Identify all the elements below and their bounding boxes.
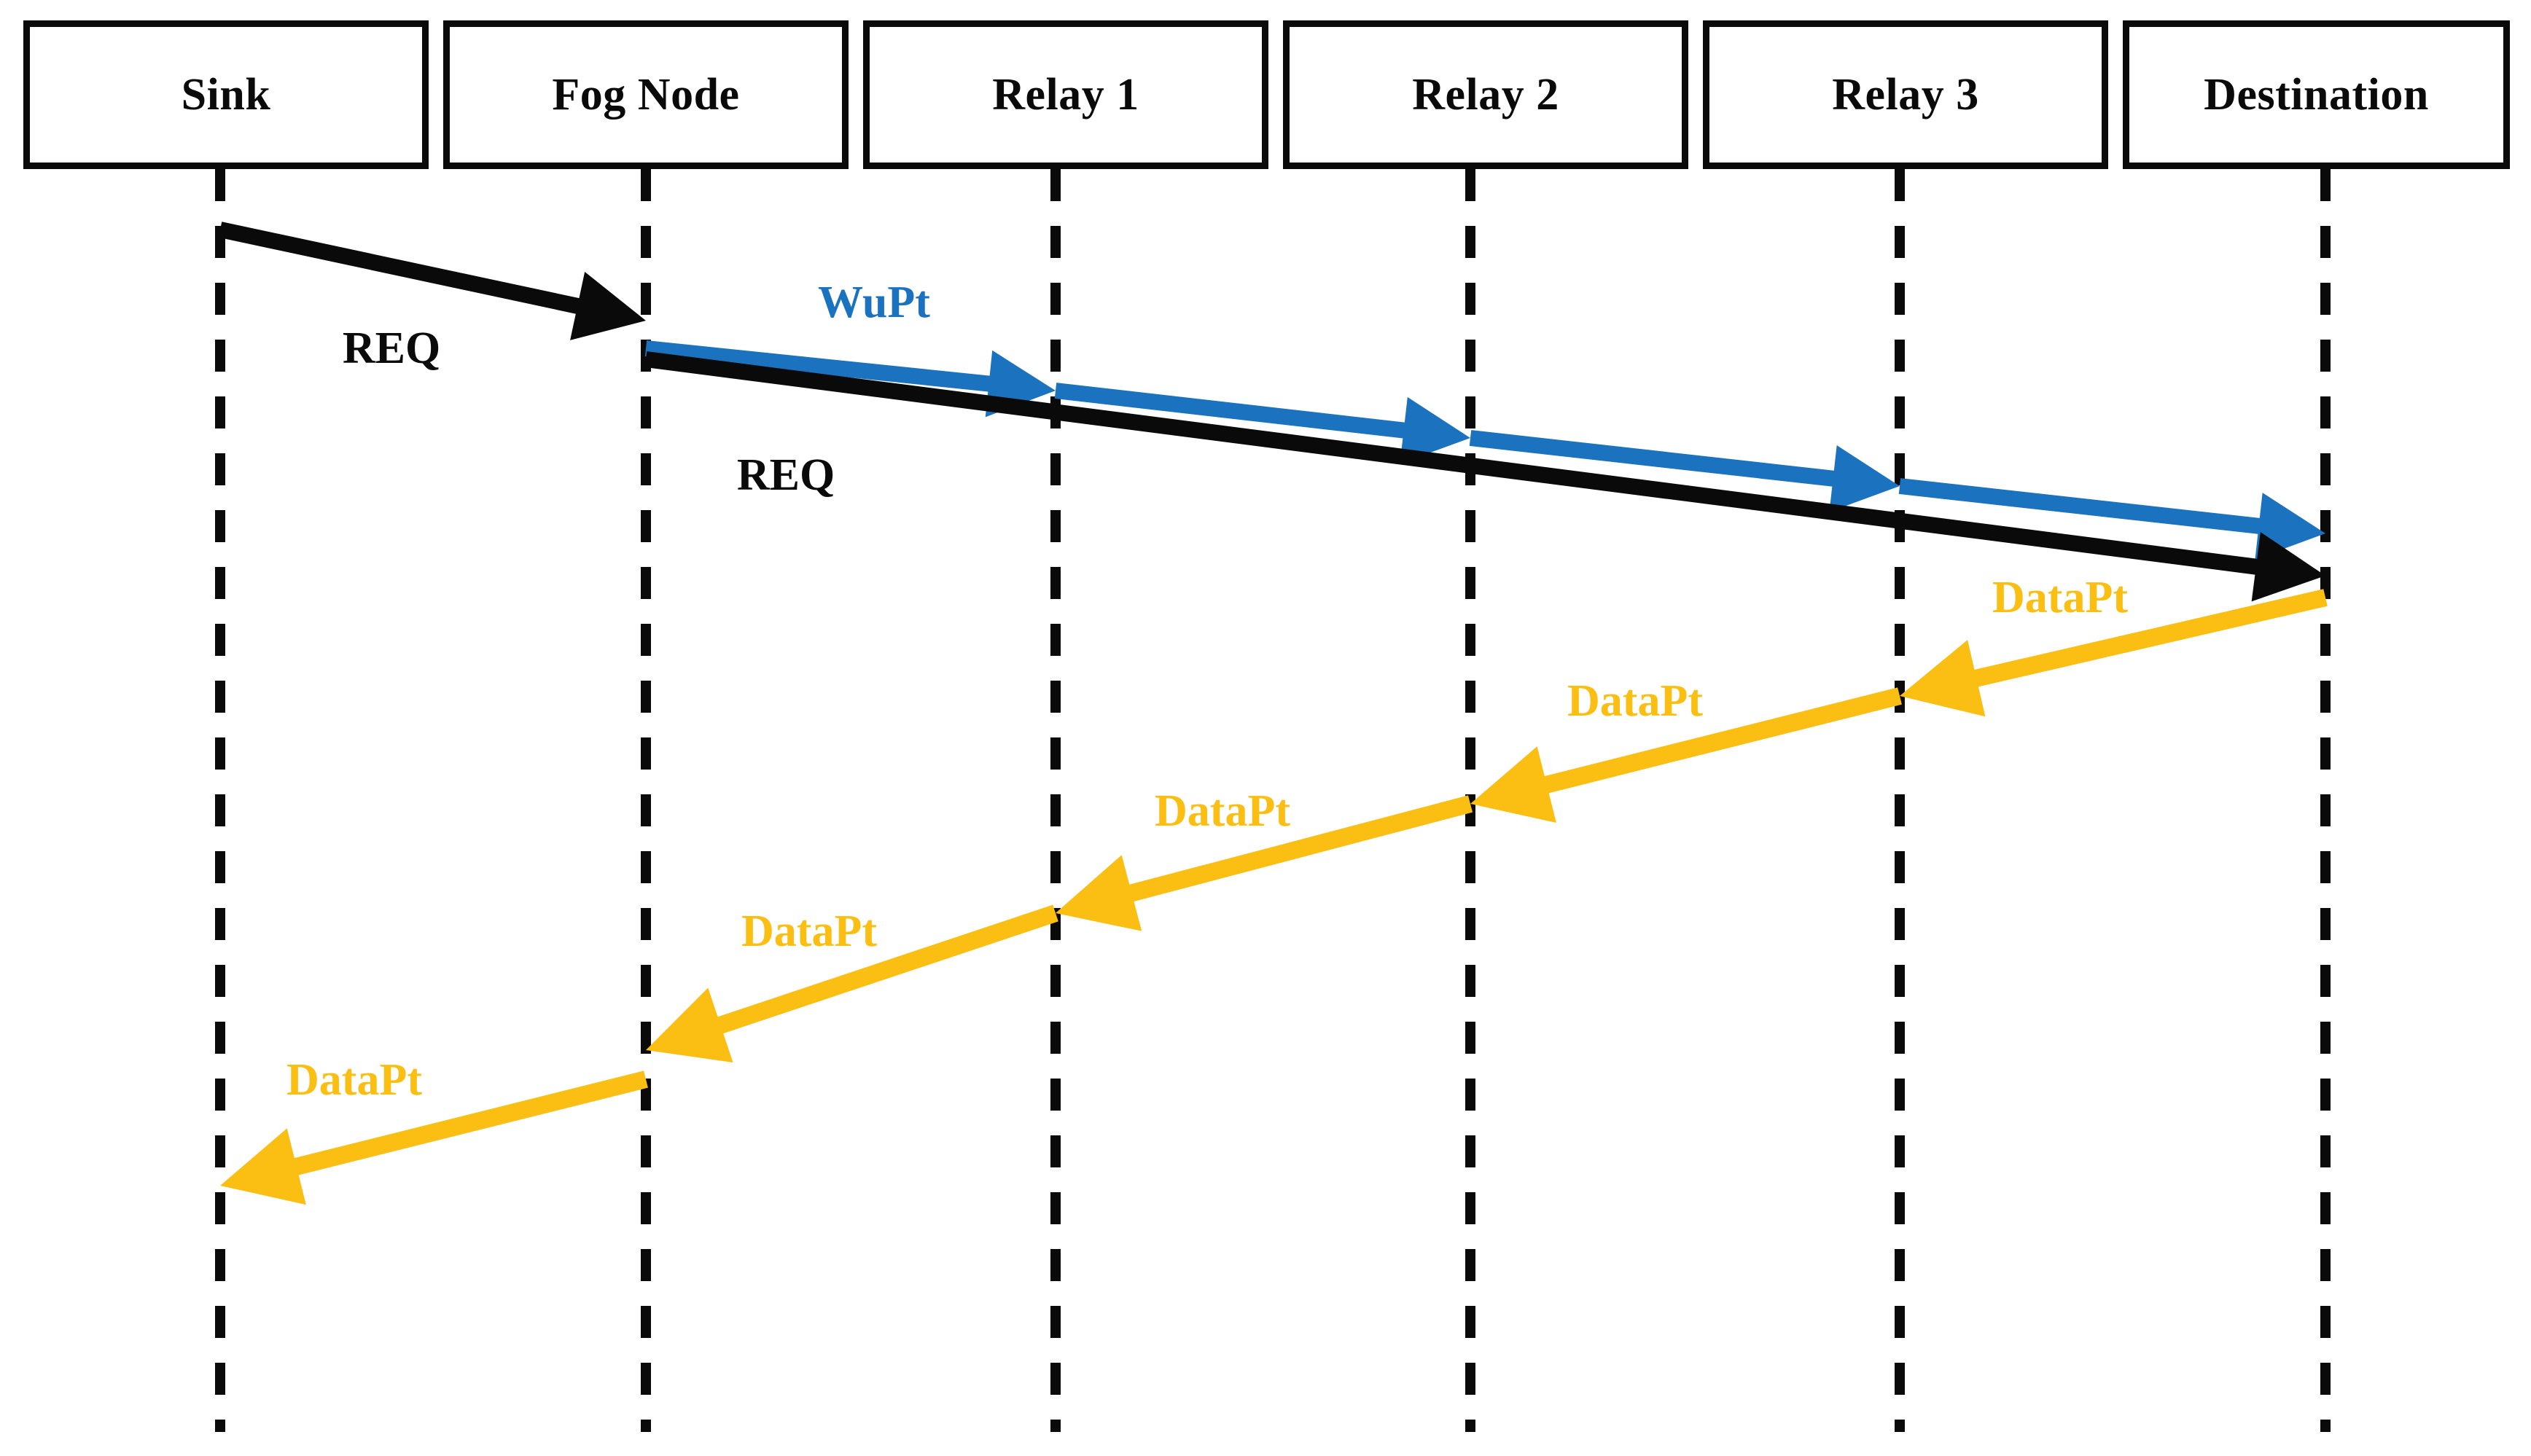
participant-label-fog: Fog Node (552, 70, 740, 120)
message-arrow-m11[interactable] (220, 1071, 648, 1205)
message-label-m7: DataPt (1992, 573, 2128, 622)
participant-label-relay1: Relay 1 (992, 70, 1139, 120)
arrow-shaft-m5 (1898, 478, 2268, 535)
arrow-shaft-m9 (1120, 795, 1473, 904)
participant-label-sink: Sink (181, 70, 271, 120)
arrow-head-m9 (1056, 855, 1142, 931)
arrow-head-m10 (646, 987, 733, 1062)
arrow-shaft-m10 (709, 904, 1058, 1037)
participant-box-relay2[interactable]: Relay 2 (1283, 20, 1688, 169)
arrow-head-m6 (2251, 532, 2325, 602)
arrow-head-m4 (1829, 445, 1900, 512)
arrow-shaft-m6 (644, 351, 2266, 576)
message-label-m8: DataPt (1567, 676, 1703, 726)
participant-label-relay2: Relay 2 (1412, 70, 1559, 120)
arrow-shaft-m3 (1054, 383, 1413, 439)
participant-label-destination: Destination (2204, 70, 2429, 120)
arrow-head-m1 (570, 271, 646, 340)
arrow-shaft-m1 (218, 222, 588, 316)
message-label-m11: DataPt (286, 1055, 422, 1105)
lifeline-group (215, 169, 2331, 1432)
participant-box-relay3[interactable]: Relay 3 (1703, 20, 2108, 169)
participant-box-fog[interactable]: Fog Node (443, 20, 849, 169)
arrow-shaft-m2 (644, 340, 998, 393)
participant-box-destination[interactable]: Destination (2123, 20, 2510, 169)
message-label-m10: DataPt (741, 907, 877, 956)
message-arrow-m9[interactable] (1056, 795, 1473, 931)
message-label-m9: DataPt (1155, 786, 1290, 836)
message-arrow-m6[interactable] (644, 351, 2325, 602)
message-label-m1: REQ (342, 324, 441, 373)
message-arrow-m7[interactable] (1900, 589, 2328, 717)
participant-label-relay3: Relay 3 (1832, 70, 1979, 120)
message-arrow-m1[interactable] (218, 222, 646, 340)
participant-box-sink[interactable]: Sink (23, 20, 429, 169)
message-arrow-m4[interactable] (1469, 430, 1900, 512)
arrow-head-m11 (220, 1128, 306, 1205)
arrow-head-m8 (1470, 746, 1556, 823)
arrow-shaft-m8 (1535, 687, 1902, 796)
arrow-shaft-m11 (285, 1071, 648, 1178)
arrow-head-m3 (1400, 396, 1470, 464)
message-arrow-m8[interactable] (1470, 687, 1902, 823)
message-arrow-m3[interactable] (1054, 383, 1470, 464)
message-label-m2: WuPt (818, 278, 930, 327)
arrow-shaft-m7 (1965, 589, 2328, 689)
arrow-head-m7 (1900, 640, 1986, 717)
participant-box-relay1[interactable]: Relay 1 (863, 20, 1268, 169)
message-arrow-group (218, 222, 2328, 1205)
message-label-m6: REQ (736, 450, 835, 500)
arrow-shaft-m4 (1469, 430, 1842, 488)
message-arrow-m10[interactable] (646, 904, 1058, 1062)
